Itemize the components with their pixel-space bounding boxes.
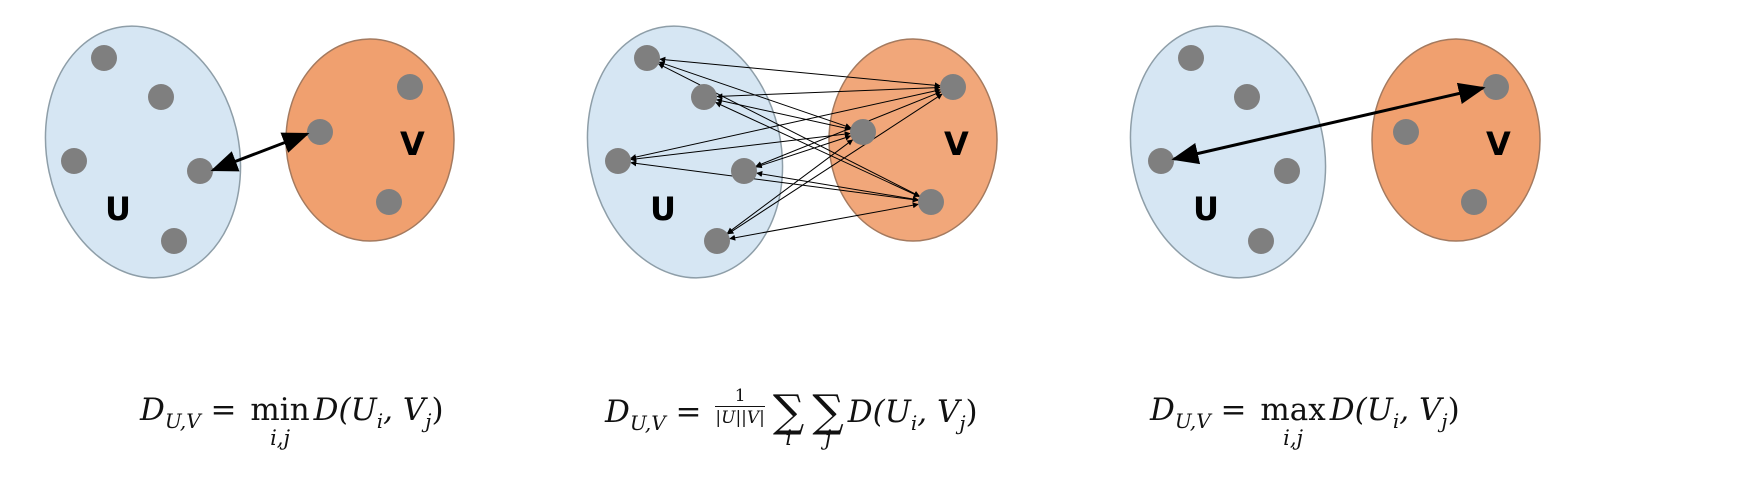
formula-rhs-sub-j: j [959,411,966,435]
point-u [1274,158,1300,184]
fraction-denominator: |U||V| [715,408,765,428]
formula-rhs-mid: , V [917,394,960,430]
point-v [1393,119,1419,145]
set-u-ellipse [586,25,784,279]
operator-text: max [1260,392,1326,428]
formula-lhs-sub: U,V [164,409,201,433]
point-v [376,189,402,215]
point-u [605,148,631,174]
point-u [1234,84,1260,110]
set-v-label: V [944,125,969,163]
set-u-label: U [105,190,131,228]
formula-rhs-mid: , V [1399,392,1442,428]
point-u [161,228,187,254]
point-v [1461,189,1487,215]
point-v [307,119,333,145]
formula-rhs: D(U [313,392,377,428]
point-u [634,45,660,71]
point-u [704,228,730,254]
sum-subscript: j [824,426,832,450]
sum-subscript: i [785,426,792,450]
set-u-points [605,45,757,254]
set-u-points [61,45,213,254]
set-v-label: V [1486,125,1511,163]
formula-equals: = [675,394,702,430]
set-u-ellipse [1129,25,1327,279]
point-u [731,158,757,184]
formula-rhs: D(U [847,394,911,430]
panel-average-linkage: U V [586,25,998,279]
panel-complete-linkage: U V [1129,25,1541,279]
formula-equals: = [210,392,237,428]
set-u-label: U [1193,190,1219,228]
set-v-label: V [400,125,425,163]
formula-lhs: D [605,394,630,430]
operator-text: min [250,392,310,428]
min-distance-arrow [210,132,310,172]
formula-fraction: 1|U||V| [715,386,765,429]
pairwise-edges [630,56,943,241]
fraction-numerator: 1 [715,386,765,407]
formula-lhs: D [140,392,165,428]
formula-rhs-end: ) [1447,392,1460,428]
formula-rhs-mid: , V [383,392,426,428]
set-u-ellipse [44,25,242,279]
formula-lhs: D [1150,392,1175,428]
max-distance-arrow [1171,82,1486,165]
point-v [940,74,966,100]
formula-rhs-end: ) [431,392,444,428]
formula-lhs-sub: U,V [1174,409,1211,433]
formula-rhs-sub-j: j [425,409,432,433]
formula-sum-i: ∑i [772,386,805,451]
point-u [1248,228,1274,254]
point-u [1148,148,1174,174]
point-v [1483,74,1509,100]
sum-symbol: ∑ [772,386,805,437]
point-v [918,189,944,215]
set-v-points [850,74,966,215]
formula-rhs-sub-j: j [1441,409,1448,433]
formula-rhs-end: ) [965,394,978,430]
point-u [148,84,174,110]
sum-symbol: ∑ [812,386,844,437]
formula-rhs-sub-i: i [376,409,384,433]
formula-equals: = [1220,392,1247,428]
point-u [691,84,717,110]
panel-single-linkage: U V [44,25,455,279]
set-u-label: U [650,190,676,228]
pairwise-edge [729,202,919,241]
operator-subscript: i,j [270,426,290,450]
point-u [91,45,117,71]
formula-rhs-sub-i: i [1392,409,1400,433]
set-v-points [307,74,423,215]
formula-rhs-sub-i: i [910,411,918,435]
point-u [61,148,87,174]
point-u [1178,45,1204,71]
operator-subscript: i,j [1283,426,1304,450]
formula-sum-j: ∑j [812,386,844,451]
point-u [187,158,213,184]
formula-lhs-sub: U,V [629,411,666,435]
formula-rhs: D(U [1329,392,1393,428]
point-v [397,74,423,100]
point-v [850,119,876,145]
